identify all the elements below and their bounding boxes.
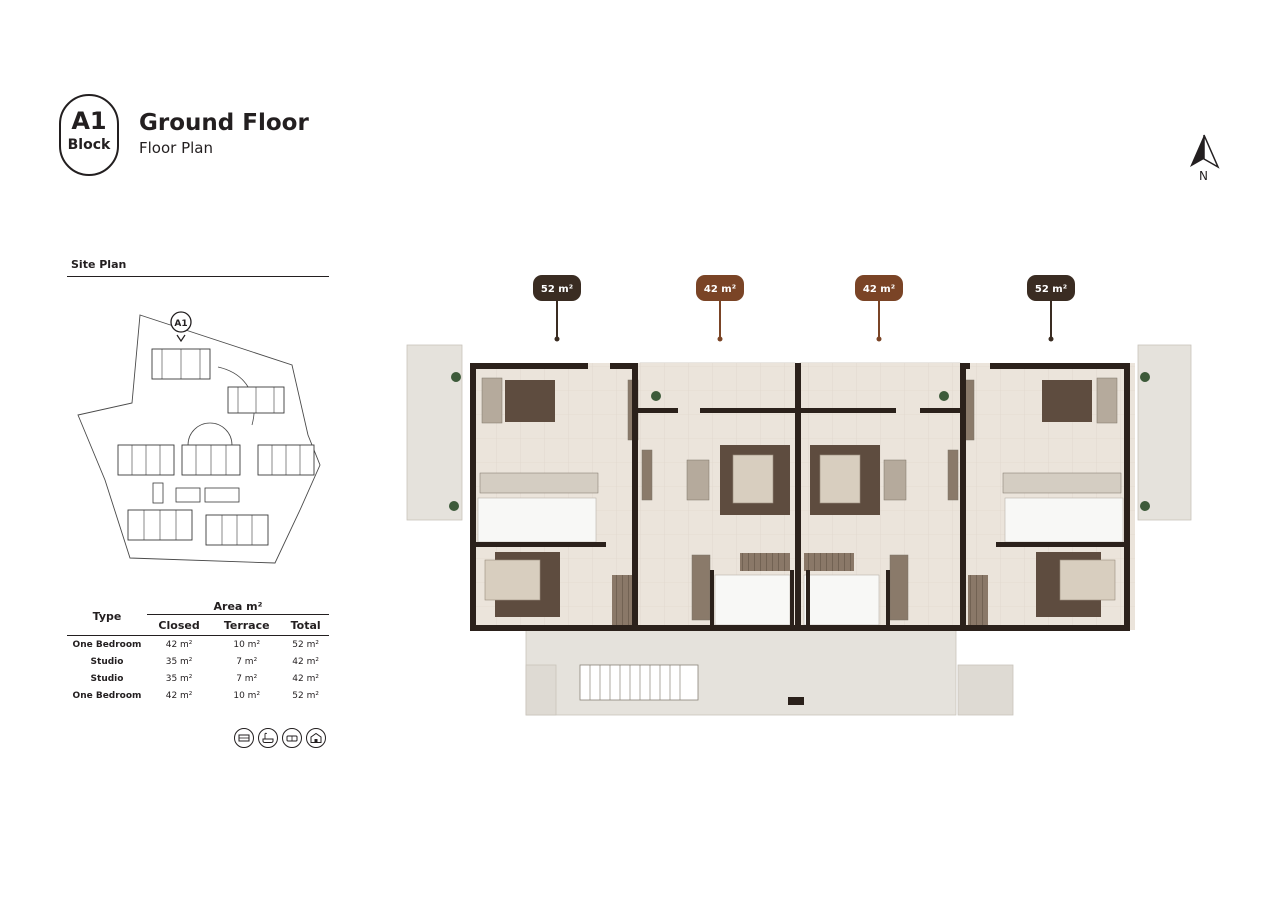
table-row: Studio 35 m² 7 m² 42 m² xyxy=(67,653,329,670)
row-type: Studio xyxy=(90,673,124,684)
site-marker xyxy=(170,311,192,333)
area-header: Area m² xyxy=(147,598,329,615)
unit-tag-2-label: 42 m² xyxy=(704,284,736,295)
row-terrace: 10 m² xyxy=(233,690,261,701)
row-closed: 42 m² xyxy=(165,690,193,701)
building-icon xyxy=(306,728,326,748)
row-terrace: 7 m² xyxy=(236,673,258,684)
unit-tag-4: 52 m² xyxy=(1027,275,1075,342)
plants xyxy=(449,372,1150,511)
row-type: One Bedroom xyxy=(72,639,142,650)
floor-plan: 52 m² 42 m² 42 m² 52 m² xyxy=(406,275,1192,716)
row-type: One Bedroom xyxy=(72,690,142,701)
column-total: Total xyxy=(282,614,329,636)
unit-tag-1-label: 52 m² xyxy=(541,284,573,295)
row-closed: 42 m² xyxy=(165,639,193,650)
area-table: Type Area m² Closed Terrace Total One Be… xyxy=(67,598,329,704)
column-terrace: Terrace xyxy=(211,614,283,636)
bed-icon xyxy=(234,728,254,748)
row-terrace: 10 m² xyxy=(233,639,261,650)
site-marker-label: A1 xyxy=(174,319,187,329)
beds xyxy=(484,454,1116,601)
heading: Ground Floor Floor Plan xyxy=(139,108,309,158)
rugs xyxy=(495,380,1101,617)
row-closed: 35 m² xyxy=(165,656,193,667)
walls xyxy=(470,363,1130,631)
block-code: A1 xyxy=(71,107,107,135)
sofa-icon xyxy=(282,728,302,748)
row-terrace: 7 m² xyxy=(236,656,258,667)
unit-tag-3: 42 m² xyxy=(855,275,903,342)
interior-floor xyxy=(470,363,1135,630)
row-total: 42 m² xyxy=(292,673,319,684)
unit-tag-1: 52 m² xyxy=(533,275,581,342)
site-plan-title: Site Plan xyxy=(71,258,127,271)
table-row: One Bedroom 42 m² 10 m² 52 m² xyxy=(67,687,329,704)
block-label: Block xyxy=(67,137,111,153)
block-badge: A1 Block xyxy=(59,94,119,176)
site-buildings xyxy=(117,348,315,546)
page-subtitle: Floor Plan xyxy=(139,139,213,157)
unit-tag-2: 42 m² xyxy=(696,275,744,342)
row-type: Studio xyxy=(90,656,124,667)
compass-north-icon: N xyxy=(1190,134,1220,183)
compass-label: N xyxy=(1199,169,1208,183)
site-pools xyxy=(152,482,240,504)
row-closed: 35 m² xyxy=(165,673,193,684)
unit-tag-4-label: 52 m² xyxy=(1035,284,1067,295)
unit-tag-3-label: 42 m² xyxy=(863,284,895,295)
row-total: 52 m² xyxy=(292,690,319,701)
table-row: Studio 35 m² 7 m² 42 m² xyxy=(67,670,329,687)
page-title: Ground Floor xyxy=(139,110,309,136)
bath-icon xyxy=(258,728,278,748)
row-total: 52 m² xyxy=(292,639,319,650)
row-total: 42 m² xyxy=(292,656,319,667)
type-header: Type xyxy=(67,598,147,636)
column-closed: Closed xyxy=(147,614,212,636)
wardrobes xyxy=(612,553,988,625)
site-plan-divider xyxy=(67,276,329,277)
entry-steps xyxy=(589,665,681,700)
table-row: One Bedroom 42 m² 10 m² 52 m² xyxy=(67,636,329,654)
site-plan-map: A1 xyxy=(77,311,321,564)
entry-marker xyxy=(788,697,804,705)
bathrooms xyxy=(477,497,1124,626)
